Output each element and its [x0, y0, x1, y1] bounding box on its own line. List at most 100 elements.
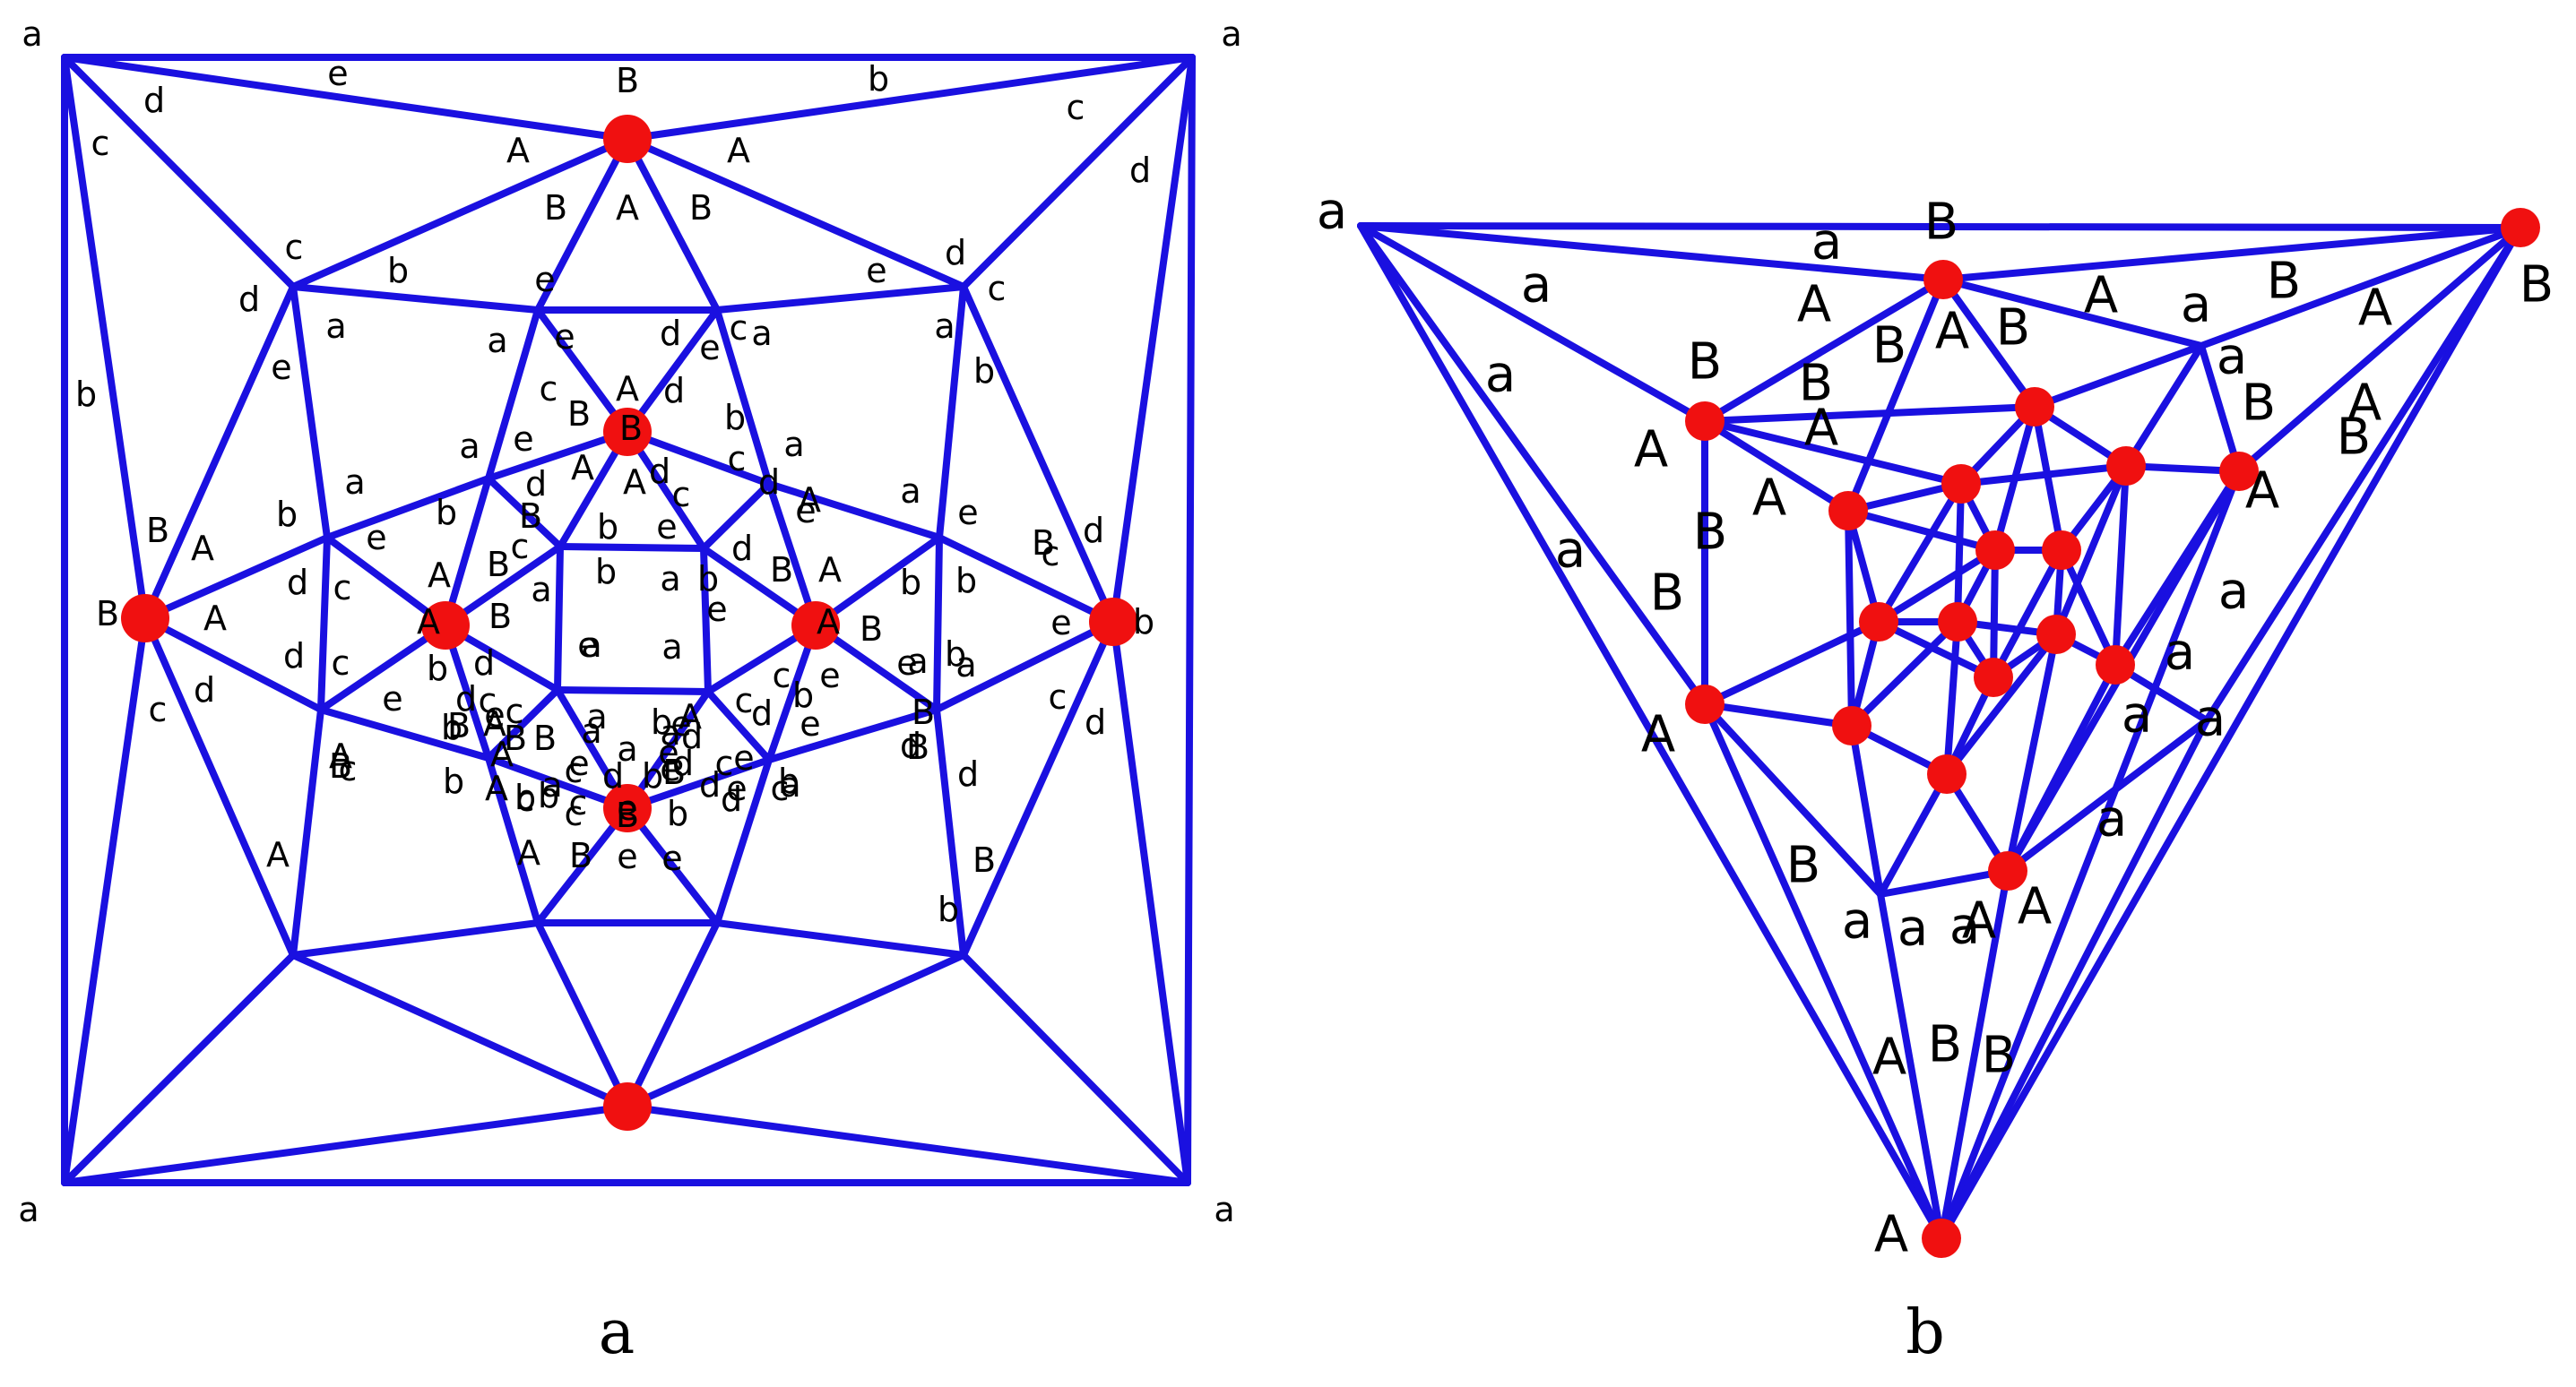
graph-b-vertex	[2096, 645, 2135, 685]
graph-a-edge	[624, 756, 773, 812]
graph-b-vertex	[1974, 658, 2013, 697]
graph-b-edge	[1943, 631, 2060, 778]
graph-b-vertex	[1685, 685, 1725, 724]
graph-a-edge-label: A	[329, 737, 352, 776]
graph-a-edge	[534, 306, 631, 435]
graph-a-edge-label: a	[344, 462, 365, 502]
graph-a-edge-label: d	[1083, 511, 1104, 550]
graph-a-edge-label: b	[973, 351, 995, 391]
graph-a-edge-label: B	[619, 409, 643, 448]
graph-b-edge	[1958, 462, 2130, 487]
graph-a-edge-label: e	[957, 493, 978, 532]
graph-b-edge	[2053, 462, 2130, 638]
graph-a-edge	[960, 952, 1191, 1186]
graph-a-edge-label: a	[325, 306, 346, 346]
graph-b-edge	[1701, 418, 1852, 514]
graph-b-edge-label: a	[1317, 183, 1347, 241]
graph-a-edge-label: d	[194, 670, 215, 710]
graph-a-edge	[960, 283, 1117, 625]
graph-a-edge-label: e	[617, 788, 637, 828]
graph-a-edge-label: c	[565, 794, 583, 833]
graph-a-edge-label: A	[506, 131, 530, 170]
graph-a-edge-label: b	[597, 507, 618, 547]
graph-b-edge	[1990, 547, 1999, 681]
graph-a-edge	[624, 135, 721, 314]
graph-a-edge	[960, 618, 1117, 959]
graph-b-edge	[1845, 507, 1855, 729]
graph-b-edge-label: A	[1874, 1206, 1908, 1264]
graph-a-edge-label: b	[778, 762, 800, 801]
graph-b-edge-label: a	[1555, 521, 1586, 580]
graph-a-edge-label: d	[721, 780, 742, 819]
graph-b-edge	[2235, 224, 2524, 475]
graph-a-edge-label: e	[726, 769, 747, 808]
graph-a-edge-label: B	[972, 840, 996, 880]
graph-a-edge-label: A	[417, 602, 440, 642]
graph-b-edge	[1877, 891, 1945, 1242]
graph-b-edge-label: A	[1804, 400, 1838, 458]
graph-a-edge-label: B	[504, 719, 527, 758]
graph-a-edge-label: d	[283, 636, 305, 676]
graph-b-edge-label: A	[2245, 462, 2279, 521]
graph-a-edge	[485, 754, 631, 812]
graph-a-edge	[765, 706, 940, 763]
graph-b-edge	[2004, 717, 2210, 874]
graph-a-edge-label: b	[667, 794, 688, 833]
graph-b-edge	[1357, 222, 1708, 425]
graph-b-edge-label: B	[1786, 837, 1820, 895]
graph-b-edge	[1357, 222, 1947, 283]
graph-b-edge	[1701, 701, 1855, 729]
graph-a-edge-label: b	[75, 375, 97, 414]
graph-a-edge-label: b	[387, 251, 409, 290]
graph-b-edge	[1954, 480, 1965, 625]
graph-a-edge-label: d	[699, 765, 721, 805]
graph-b-edge-label: a	[1811, 213, 1842, 271]
graph-a-vertex	[1089, 598, 1137, 646]
graph-a-edge-label: A	[483, 704, 506, 744]
graph-a-edge	[142, 615, 324, 713]
graph-a-edge	[61, 952, 297, 1186]
graph-a-edge-label: d	[945, 233, 966, 272]
graph-a-edge	[290, 919, 541, 959]
graph-b-edge	[1877, 771, 1950, 898]
graph-a-edge	[624, 1103, 1191, 1186]
graph-a-edge-label: B	[96, 594, 119, 633]
graph-a-edge	[700, 545, 712, 695]
graph-b-vertex	[1938, 602, 1977, 642]
graph-a-edge-label: d	[660, 314, 681, 353]
graph-a-edge	[324, 475, 492, 541]
graph-a-edge	[485, 475, 564, 550]
graph-b-edge	[1701, 701, 1884, 898]
graph-b-edge-label: A	[1872, 1029, 1906, 1087]
graph-b-vertex	[2219, 452, 2259, 491]
graph-a-edge-label: a	[531, 570, 551, 609]
graph-a-edge	[290, 706, 324, 959]
graph-a-edge-label: e	[327, 54, 348, 93]
graph-a-edge-label: e	[577, 625, 598, 665]
graph-a-edge-label: A	[203, 599, 227, 638]
graph-a-edge-label: c	[516, 780, 535, 819]
graph-b-edge	[1875, 618, 1997, 681]
graph-a-edge-label: e	[896, 643, 917, 683]
graph-a-edge-label: B	[912, 693, 935, 732]
graph-a-edge	[713, 306, 773, 487]
graph-a-edge-label: a	[541, 765, 562, 805]
graph-a-edge-label: d	[525, 464, 547, 504]
graph-a-edge-label: B	[860, 609, 883, 649]
graph-a-edge	[933, 618, 1117, 713]
graph-a-edge	[624, 428, 773, 487]
graph-a-edge-label: a	[581, 711, 601, 751]
graph-a-edge	[61, 54, 297, 290]
graph-a-edge-label: d	[672, 744, 694, 783]
graph-a-edge-label: B	[329, 746, 352, 786]
graph-b-vertex	[1923, 260, 1963, 299]
graph-a-edge-label: b	[443, 762, 464, 801]
graph-a-edge-label: d	[731, 529, 753, 568]
graph-a-edge-label: b	[276, 495, 298, 534]
graph-a-edge-label: b	[900, 563, 921, 602]
graph-b-edge-label: B	[1650, 564, 1684, 623]
graph-a-edge-label: a	[661, 627, 682, 667]
graph-a-edge	[61, 54, 149, 622]
graph-b-edge-label: a	[2181, 276, 2211, 334]
graph-a-edge	[700, 480, 773, 552]
